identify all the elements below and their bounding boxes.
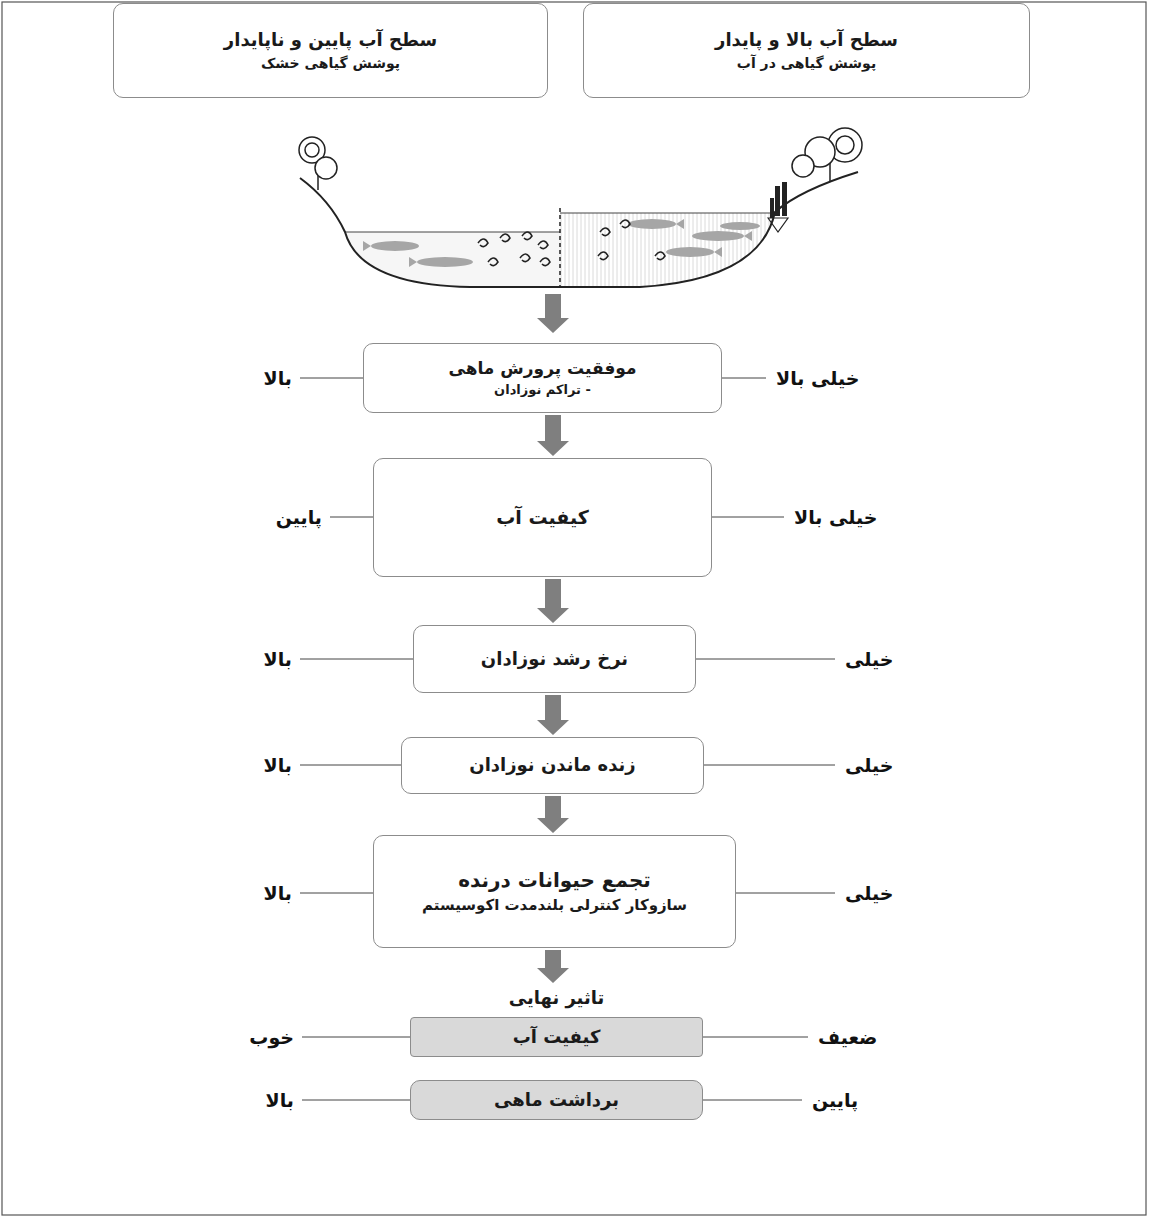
level-label: خیلی بالا [776, 366, 859, 390]
box-title: برداشت ماهی [494, 1087, 619, 1113]
block-arrow [537, 579, 569, 623]
block-arrow [537, 695, 569, 735]
process-box: زنده ماندن نوزادان [401, 737, 704, 794]
box-subtitle: کیفیت آب [513, 1024, 601, 1050]
box-title: سطح آب بالا و پایدار [715, 27, 898, 53]
block-arrow [537, 415, 569, 456]
water-high [560, 213, 773, 287]
box-title: کیفیت آب [496, 504, 589, 532]
level-label: پایین [276, 505, 322, 529]
level-label: خوب [249, 1025, 294, 1049]
condition-box: سطح آب پایین و ناپایدارپوشش گیاهی خشک [113, 3, 548, 98]
level-label: خیلی بالا [794, 505, 877, 529]
level-label: پایین [812, 1088, 858, 1112]
fish [363, 219, 760, 267]
divider [559, 208, 561, 288]
level-label: بالا [264, 753, 292, 777]
box-title: زنده ماندن نوزادان [469, 752, 635, 778]
block-arrow [537, 294, 569, 333]
box-subtitle: - تراکم نوزادان [494, 381, 591, 400]
tree [299, 137, 337, 190]
box-title: نرخ رشد نوزادان [481, 646, 628, 672]
box-title: سطح آب پایین و ناپایدار [224, 27, 437, 53]
block-arrow [537, 796, 569, 833]
section-heading: تاثیر نهایی [509, 985, 604, 1011]
condition-box: سطح آب بالا و پایدارپوشش گیاهی در آب [583, 3, 1030, 98]
level-label: بالا [264, 647, 292, 671]
process-box: کیفیت آب [373, 458, 712, 577]
tree [792, 128, 862, 182]
level-label: ضعیف [818, 1025, 877, 1049]
level-label: خیلی [845, 647, 893, 671]
process-box: موفقیت پرورش ماهی- تراکم نوزادان [363, 343, 722, 413]
level-label: خیلی [845, 881, 893, 905]
box-title: موفقیت پرورش ماهی [449, 356, 637, 381]
basin [300, 172, 858, 287]
block-arrow [537, 950, 569, 983]
box-subtitle: پوشش گیاهی خشک [261, 53, 400, 73]
juvenile-fish [478, 220, 665, 266]
box-subtitle: سازوکار کنترلی بلندمدت اکوسیستم [422, 895, 687, 917]
box-title: تجمع حیوانات درنده [458, 866, 651, 895]
process-box: نرخ رشد نوزادان [413, 625, 696, 693]
level-label: بالا [264, 366, 292, 390]
aquatic-plants [768, 182, 788, 232]
leader-line [300, 378, 835, 1100]
box-subtitle: پوشش گیاهی در آب [737, 53, 876, 73]
water-surface [560, 213, 773, 214]
level-label: بالا [264, 881, 292, 905]
water-low [345, 232, 560, 287]
result-frame: کیفیت آب [410, 1017, 703, 1057]
level-label: بالا [266, 1088, 294, 1112]
result-box: برداشت ماهی [410, 1080, 703, 1120]
level-label: خیلی [845, 753, 893, 777]
result-box: تاثیر نهایی کیفیت آب [410, 985, 703, 1057]
process-box: تجمع حیوانات درندهسازوکار کنترلی بلندمدت… [373, 835, 736, 948]
